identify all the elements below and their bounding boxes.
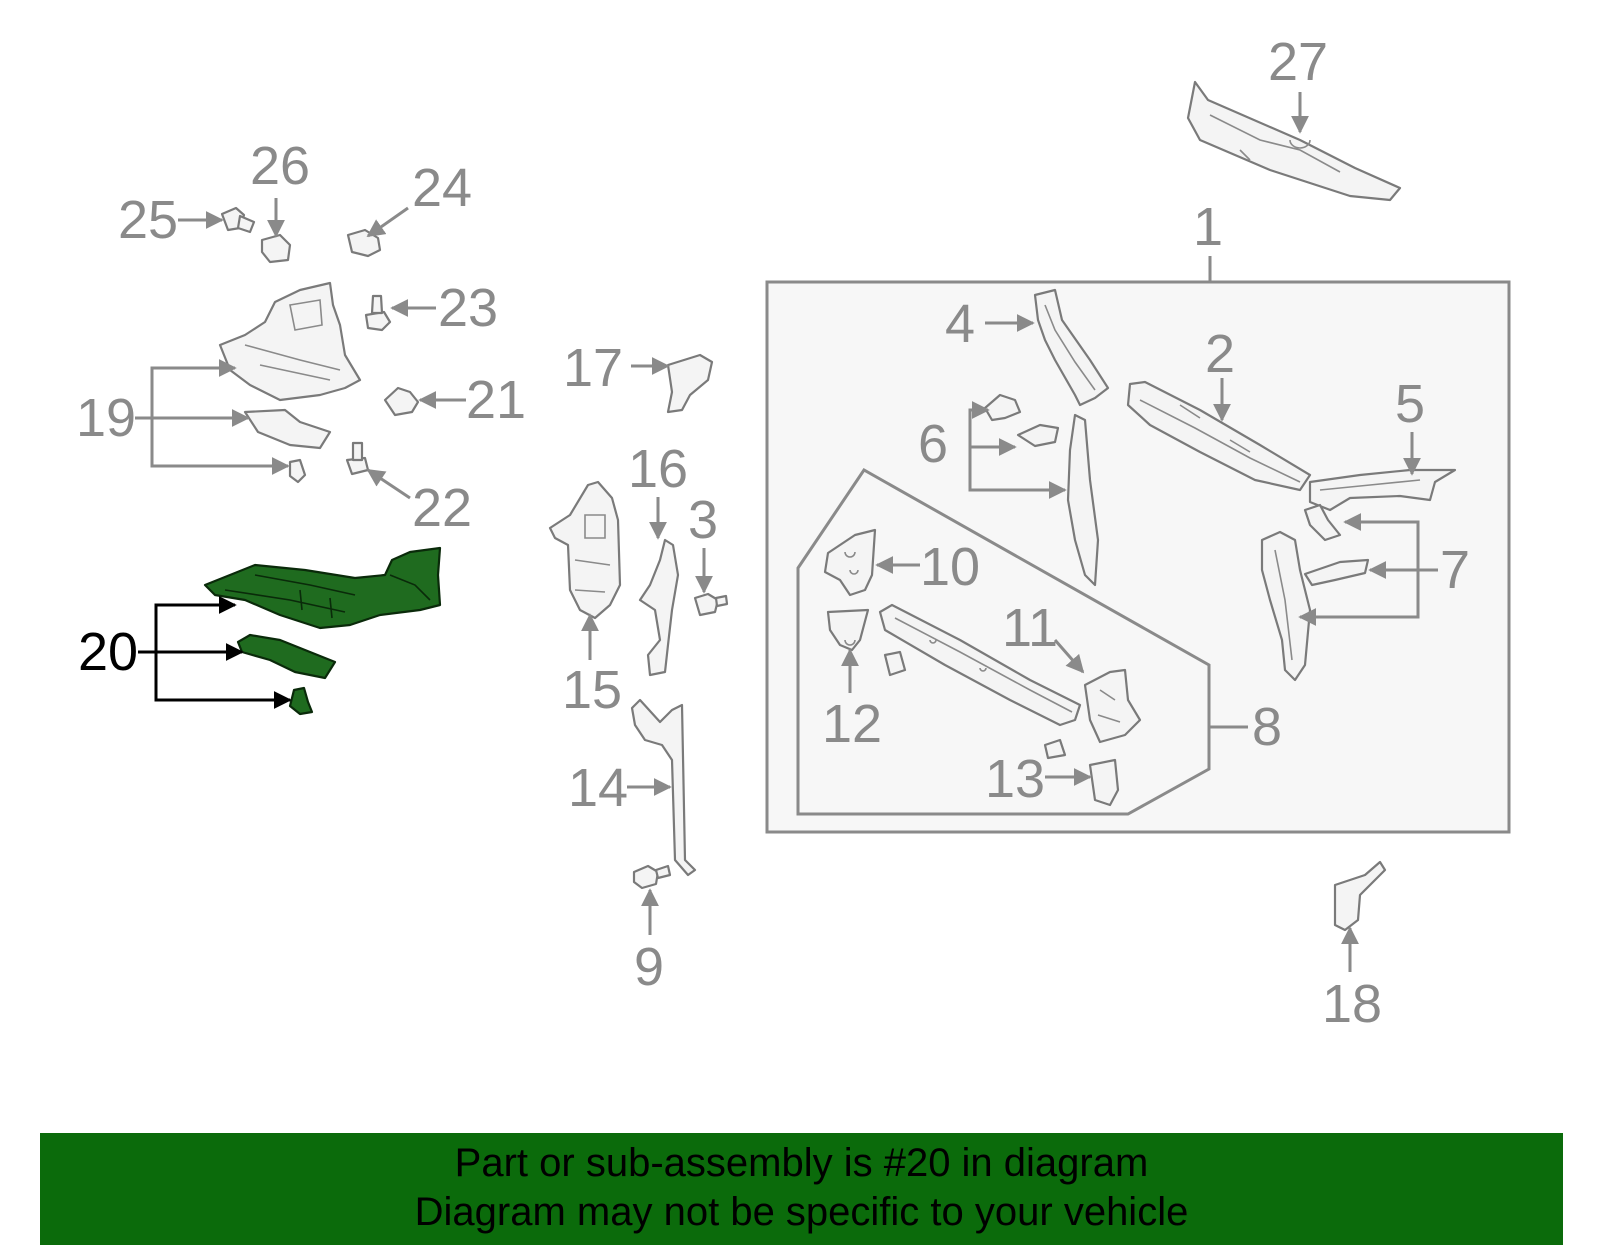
part-22[interactable] [345, 441, 370, 476]
part-5[interactable] [1308, 468, 1457, 512]
callout-9[interactable]: 9 [634, 937, 664, 997]
part-3[interactable] [693, 592, 729, 617]
callout-16[interactable]: 16 [628, 439, 688, 499]
callout-14[interactable]: 14 [568, 758, 628, 818]
part-4[interactable] [1033, 288, 1110, 407]
callout-6[interactable]: 6 [918, 414, 948, 474]
part-24[interactable] [346, 228, 382, 258]
part-25[interactable] [220, 206, 256, 234]
part-18[interactable] [1333, 860, 1387, 932]
banner-line-2: Diagram may not be specific to your vehi… [414, 1190, 1189, 1234]
banner-line-1: Part or sub-assembly is #20 in diagram [454, 1141, 1149, 1185]
callout-17[interactable]: 17 [563, 338, 623, 398]
part-2[interactable] [1126, 380, 1312, 492]
callout-5[interactable]: 5 [1395, 374, 1425, 434]
part-20-selected[interactable] [203, 546, 442, 716]
part-26[interactable] [260, 233, 292, 264]
callout-10[interactable]: 10 [920, 537, 980, 597]
callout-3[interactable]: 3 [688, 490, 718, 550]
part-19[interactable] [218, 281, 362, 484]
callout-20[interactable]: 20 [78, 622, 138, 682]
part-9[interactable] [632, 864, 672, 890]
part-7[interactable] [1260, 503, 1370, 682]
part-8[interactable] [878, 603, 1082, 727]
callout-27[interactable]: 27 [1268, 32, 1328, 92]
subassembly-box-8 [796, 468, 1211, 816]
callout-11[interactable]: 11 [1002, 598, 1058, 658]
callout-12[interactable]: 12 [822, 694, 882, 754]
callout-8[interactable]: 8 [1252, 697, 1282, 757]
part-11[interactable] [1083, 668, 1142, 744]
info-banner: Part or sub-assembly is #20 in diagram D… [40, 1133, 1563, 1245]
part-17[interactable] [666, 353, 714, 414]
callout-24[interactable]: 24 [412, 158, 472, 218]
callout-18[interactable]: 18 [1322, 974, 1382, 1034]
callout-1[interactable]: 1 [1193, 197, 1223, 257]
callout-15[interactable]: 15 [562, 660, 622, 720]
part-6[interactable] [983, 393, 1100, 587]
callout-21[interactable]: 21 [466, 370, 526, 430]
callout-22[interactable]: 22 [412, 478, 472, 538]
callout-23[interactable]: 23 [438, 278, 498, 338]
callout-25[interactable]: 25 [118, 190, 178, 250]
part-14[interactable] [630, 698, 697, 877]
callout-26[interactable]: 26 [250, 136, 310, 196]
callout-7[interactable]: 7 [1440, 540, 1470, 600]
callout-13[interactable]: 13 [985, 749, 1045, 809]
part-13[interactable] [1043, 738, 1120, 807]
part-21[interactable] [383, 386, 420, 417]
callout-2[interactable]: 2 [1205, 324, 1235, 384]
callout-19[interactable]: 19 [76, 388, 136, 448]
part-10[interactable] [823, 528, 877, 597]
part-15[interactable] [548, 480, 622, 620]
part-16[interactable] [638, 538, 680, 677]
part-27[interactable] [1186, 80, 1402, 202]
callout-4[interactable]: 4 [945, 294, 975, 354]
part-23[interactable] [364, 294, 392, 332]
